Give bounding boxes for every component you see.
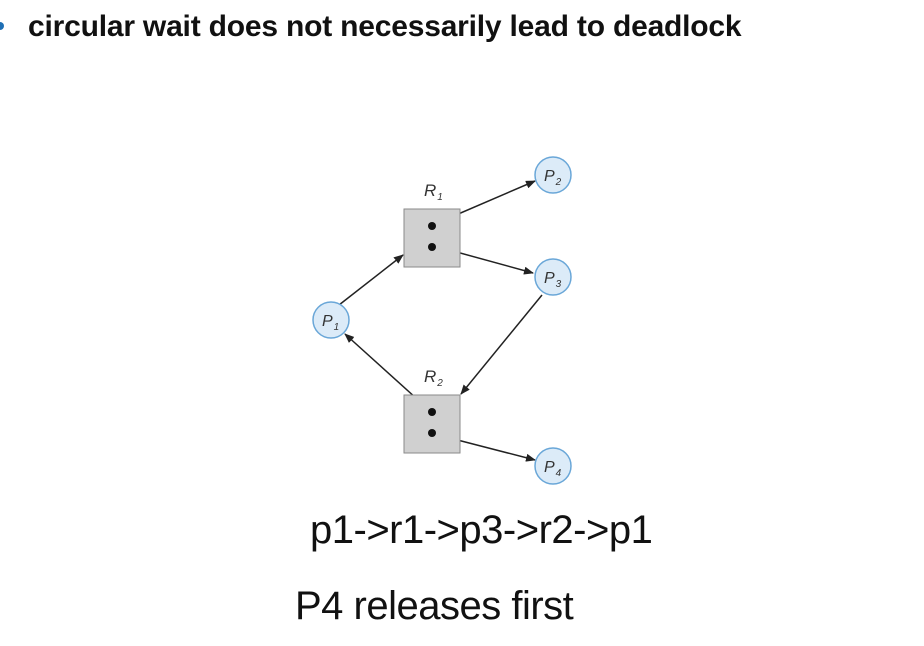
instance-dot (428, 222, 436, 230)
svg-text:R1: R1 (424, 181, 443, 203)
process-p1-letter: P (322, 313, 333, 330)
svg-text:P1: P1 (322, 313, 339, 333)
edge-p3-to-r2 (460, 294, 543, 395)
instance-dot (428, 429, 436, 437)
resource-r1-sub: 1 (437, 192, 443, 203)
process-p4-letter: P (544, 459, 555, 476)
instance-dot (428, 243, 436, 251)
resource-r2-sub: 2 (436, 378, 443, 389)
process-p2-letter: P (544, 168, 555, 185)
instance-dot (428, 408, 436, 416)
svg-text:R2: R2 (424, 367, 443, 389)
process-p2: P2 (534, 156, 572, 194)
slide-heading: circular wait does not necessarily lead … (28, 10, 742, 43)
process-p4: P4 (534, 447, 572, 485)
resource-r1: R1 (403, 181, 461, 268)
process-p1: P1 (312, 301, 350, 339)
process-p1-sub: 1 (334, 322, 340, 333)
svg-text:P3: P3 (544, 270, 562, 290)
resource-r1-letter: R (424, 181, 436, 200)
process-p3-sub: 3 (556, 279, 562, 290)
edge-p1-to-r1 (338, 254, 404, 306)
process-p3: P3 (534, 258, 572, 296)
resource-r2: R2 (403, 367, 461, 454)
process-p4-sub: 4 (556, 468, 562, 479)
svg-text:P2: P2 (544, 168, 562, 188)
bullet-dot (0, 22, 4, 30)
svg-text:P4: P4 (544, 459, 562, 479)
process-p3-letter: P (544, 270, 555, 287)
process-p2-sub: 2 (555, 177, 562, 188)
cycle-path-text: p1->r1->p3->r2->p1 (310, 508, 653, 552)
resource-r2-letter: R (424, 367, 436, 386)
release-note-text: P4 releases first (295, 584, 574, 628)
